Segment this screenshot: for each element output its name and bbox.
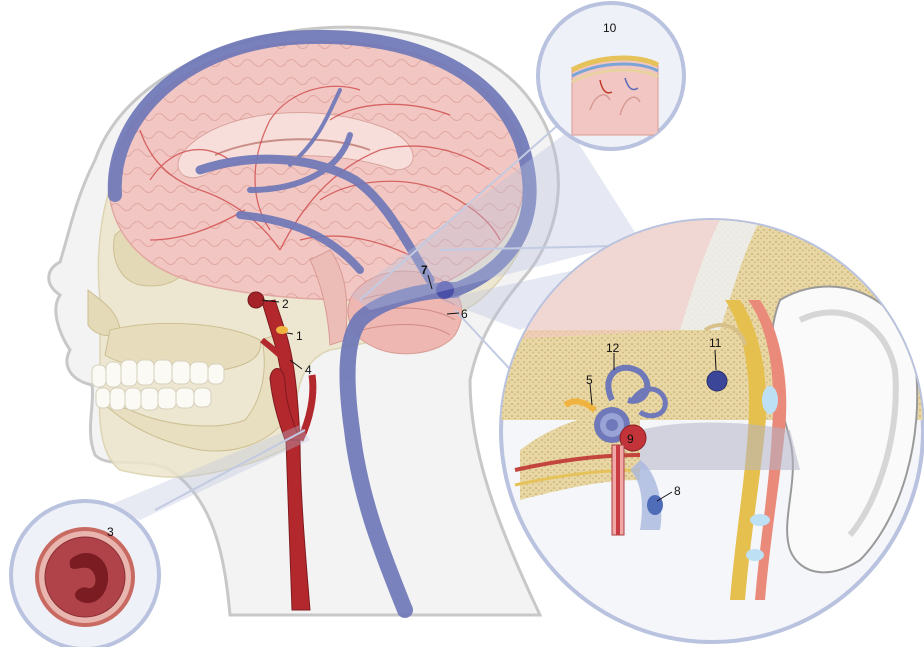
inset-artery-cross-section [11,501,159,647]
label-11: 11 [709,336,722,350]
label-7: 7 [421,263,428,277]
label-6: 6 [461,307,468,321]
label-2: 2 [282,297,289,311]
label-8: 8 [674,484,681,498]
label-1: 1 [296,329,303,343]
label-10: 10 [603,21,617,35]
inset-ear [500,220,924,642]
label-12: 12 [606,341,620,355]
label-9: 9 [627,432,634,446]
label-5: 5 [586,373,593,387]
label-3: 3 [107,525,114,539]
label-4: 4 [305,363,312,377]
